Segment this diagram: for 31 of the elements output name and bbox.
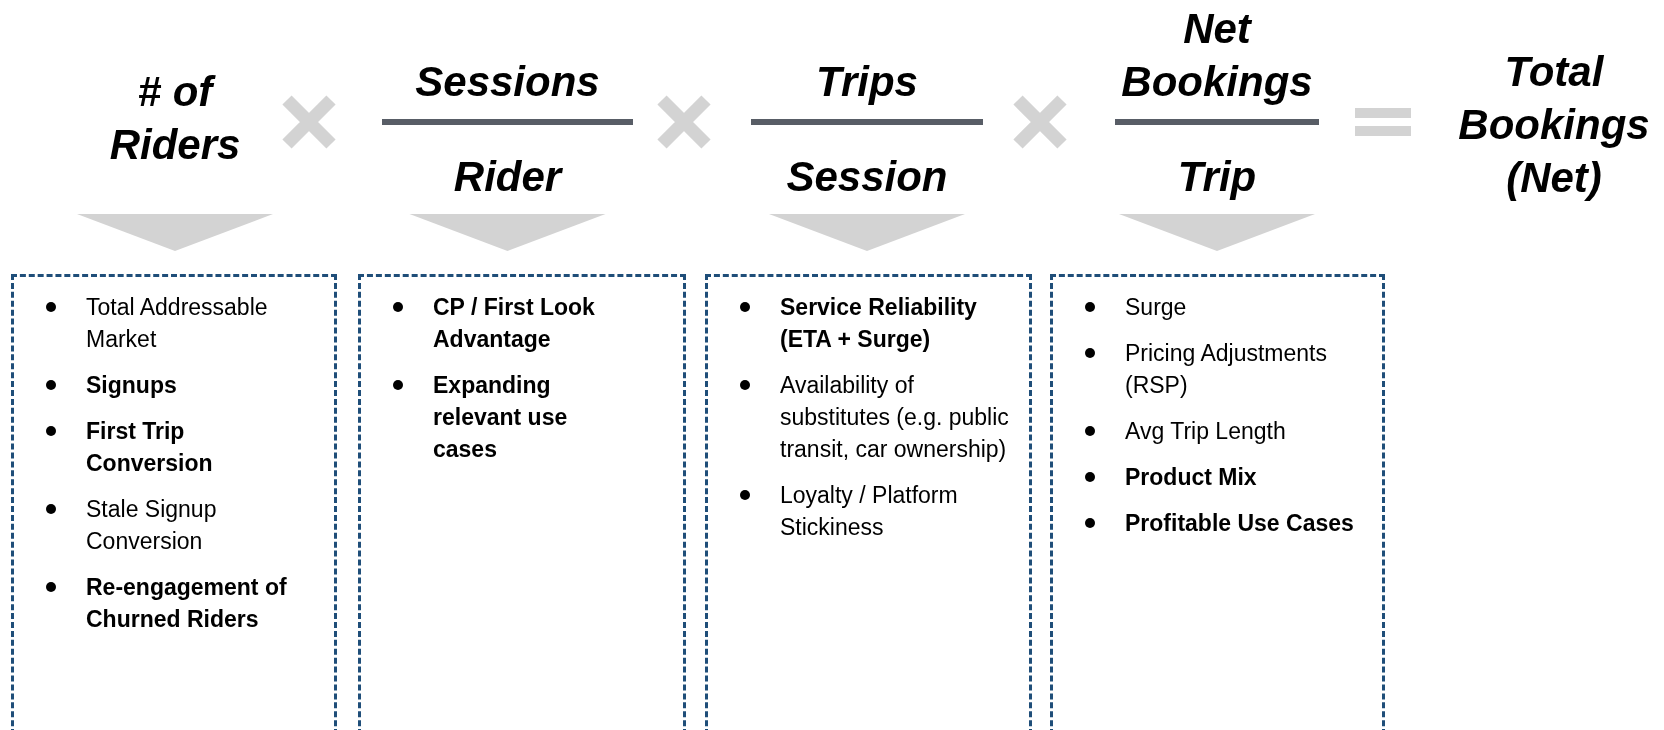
bullet-text: Loyalty / Platform Stickiness (780, 481, 959, 542)
bullet-text: Surge (1125, 293, 1188, 322)
bullet-text: Stale Signup Conversion (86, 495, 218, 556)
dashed-panel (705, 274, 1032, 730)
term-text: Total Bookings (Net) (1457, 47, 1651, 203)
bullet-text: Profitable Use Cases (1125, 509, 1355, 538)
bullet-text: Product Mix (1125, 463, 1258, 492)
denominator-text: Session (785, 152, 949, 202)
term-text: # of Riders (108, 67, 242, 170)
bullet-text: Availability of substitutes (e.g. public transit, car ownership) (780, 371, 1010, 464)
dashed-panel (1050, 274, 1385, 730)
chevron-arrow (409, 214, 606, 251)
numerator-text: Trips (815, 57, 919, 107)
numerator-text: Net Bookings (1120, 4, 1314, 107)
denominator-text: Trip (1176, 152, 1258, 202)
bullet-text: Signups (86, 371, 178, 400)
chevron-arrow (77, 214, 273, 251)
bullet-text: CP / First Look Advantage (433, 293, 596, 354)
dashed-panel (358, 274, 686, 730)
dashed-panel (11, 274, 337, 730)
denominator-text: Rider (452, 152, 564, 202)
bullet-text: Pricing Adjustments (RSP) (1125, 339, 1328, 400)
numerator-text: Sessions (414, 57, 601, 107)
bullet-text: Service Reliability (ETA + Surge) (780, 293, 978, 354)
chevron-arrow (1119, 214, 1315, 251)
chevron-arrow (769, 214, 965, 251)
bullet-text: Avg Trip Length (1125, 417, 1287, 446)
bullet-text: Expanding relevant use cases (433, 371, 569, 464)
bullet-text: First Trip Conversion (86, 417, 214, 478)
bullet-text: Re-engagement of Churned Riders (86, 573, 288, 634)
bullet-text: Total Addressable Market (86, 293, 269, 354)
